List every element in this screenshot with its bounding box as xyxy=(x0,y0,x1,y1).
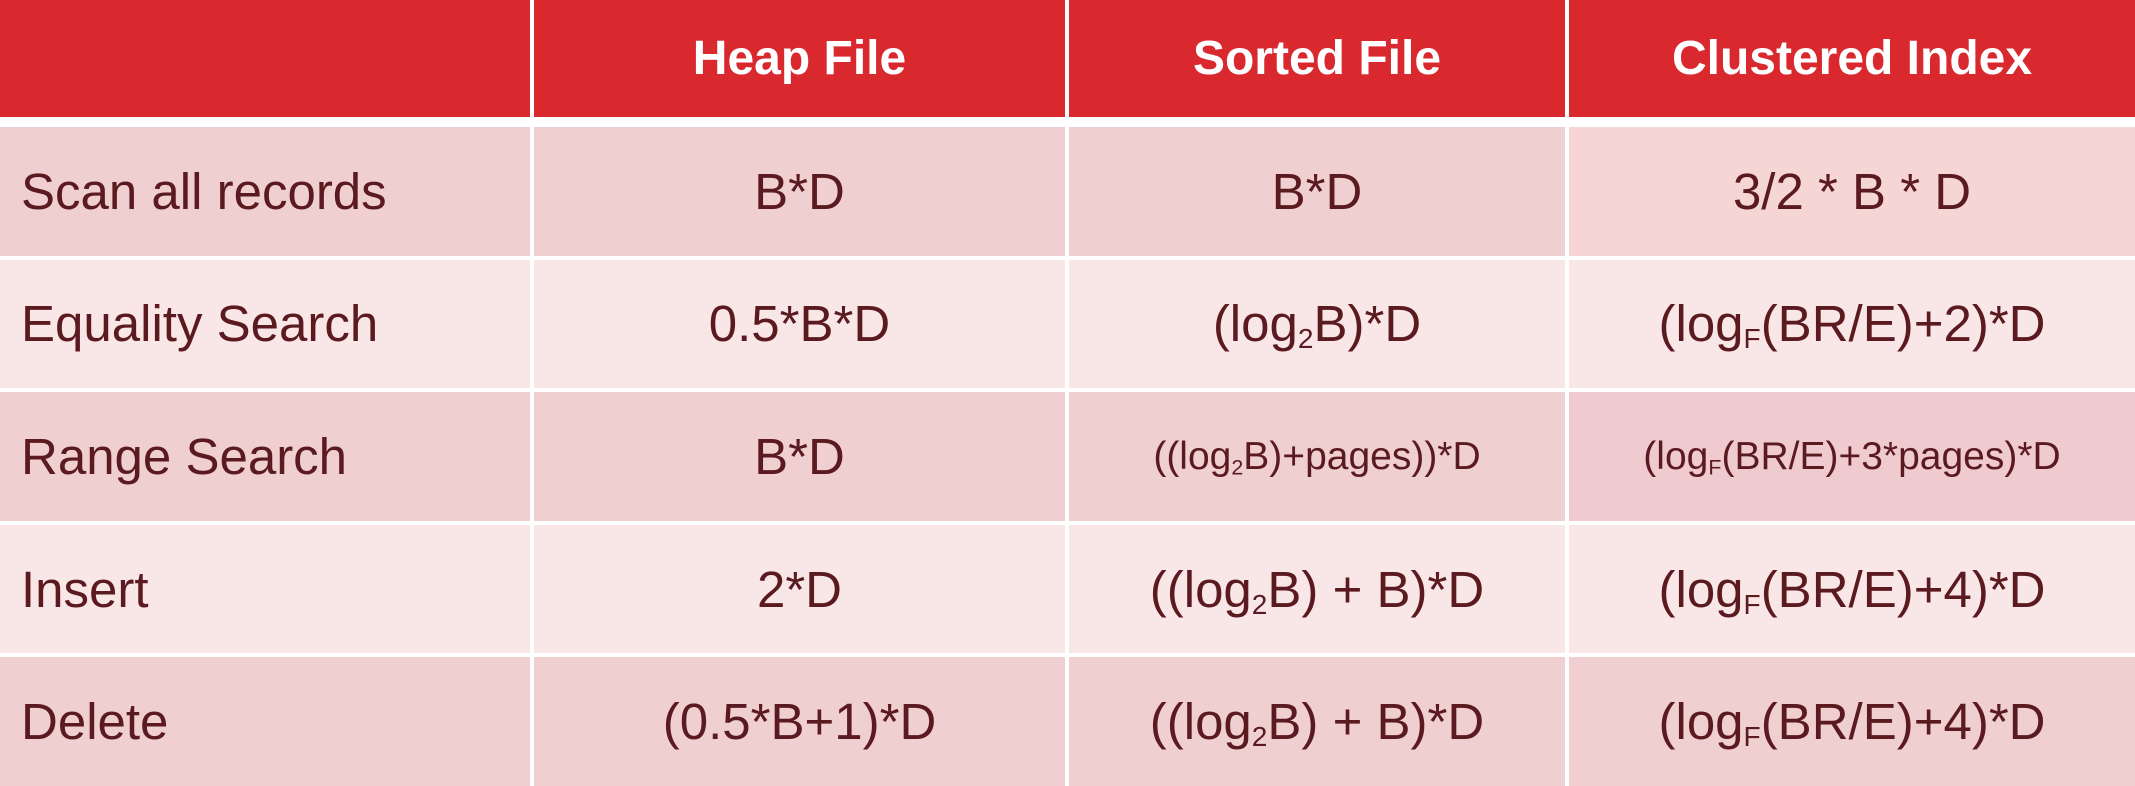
cell-clustered-index: 3/2 * B * D xyxy=(1565,120,2135,260)
cell-heap-file: B*D xyxy=(530,388,1069,525)
cell-clustered-index: (logF(BR/E)+4)*D xyxy=(1565,653,2135,786)
row-label: Range Search xyxy=(0,388,534,525)
cell-heap-file: B*D xyxy=(530,120,1069,260)
row-label: Delete xyxy=(0,653,534,786)
cell-heap-file: 2*D xyxy=(530,520,1069,658)
cell-sorted-file: (log2B)*D xyxy=(1065,255,1569,393)
cell-clustered-index: (logF(BR/E)+3*pages)*D xyxy=(1565,388,2135,525)
table-row: Insert 2*D ((log2B) + B)*D (logF(BR/E)+4… xyxy=(0,520,2135,658)
row-label: Scan all records xyxy=(0,120,534,260)
cell-clustered-index: (logF(BR/E)+4)*D xyxy=(1565,520,2135,658)
header-corner xyxy=(0,0,534,127)
row-label: Insert xyxy=(0,520,534,658)
cell-heap-file: 0.5*B*D xyxy=(530,255,1069,393)
cell-clustered-index: (logF(BR/E)+2)*D xyxy=(1565,255,2135,393)
header-sorted-file: Sorted File xyxy=(1065,0,1569,127)
header-row: Heap File Sorted File Clustered Index xyxy=(0,0,2135,127)
cell-sorted-file: ((log2B)+pages))*D xyxy=(1065,388,1569,525)
table-row: Scan all records B*D B*D 3/2 * B * D xyxy=(0,120,2135,260)
table-row: Equality Search 0.5*B*D (log2B)*D (logF(… xyxy=(0,255,2135,393)
cell-sorted-file: B*D xyxy=(1065,120,1569,260)
table-row: Range Search B*D ((log2B)+pages))*D (log… xyxy=(0,388,2135,525)
header-heap-file: Heap File xyxy=(530,0,1069,127)
cell-sorted-file: ((log2B) + B)*D xyxy=(1065,653,1569,786)
cell-sorted-file: ((log2B) + B)*D xyxy=(1065,520,1569,658)
table-row: Delete (0.5*B+1)*D ((log2B) + B)*D (logF… xyxy=(0,653,2135,786)
cell-heap-file: (0.5*B+1)*D xyxy=(530,653,1069,786)
row-label: Equality Search xyxy=(0,255,534,393)
header-clustered-index: Clustered Index xyxy=(1565,0,2135,127)
